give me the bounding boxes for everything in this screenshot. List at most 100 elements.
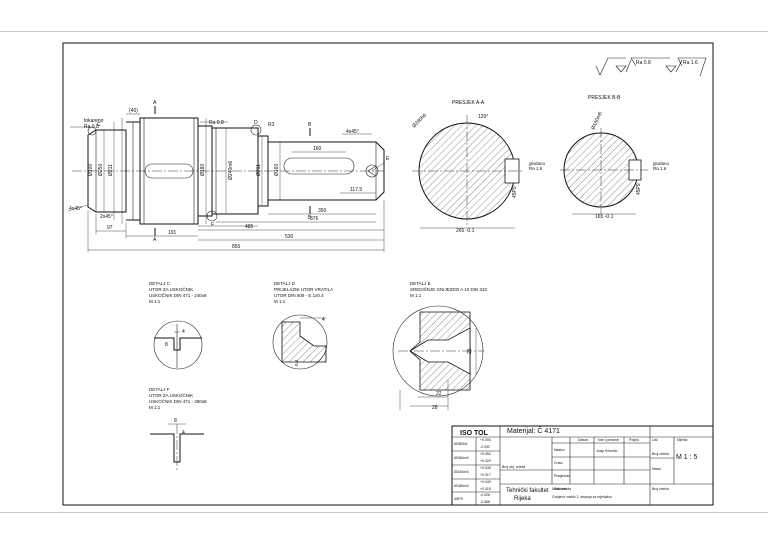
tol-fit-3: Ø240m6 <box>454 470 469 474</box>
tol-up-3: +0.046 <box>480 466 491 470</box>
detail-f-marker: F <box>211 222 214 228</box>
dim-350: 350 <box>318 208 327 214</box>
detail-f-line-2: UTOR ZA USKOČNIK <box>149 392 193 398</box>
dim-d211-b: Ø211 <box>256 164 262 176</box>
dim-chamfer-2: 2x45° <box>100 214 113 220</box>
detail-f-dim-4: 4 <box>182 430 185 436</box>
roughness-label-2: Ra 1.6 <box>683 60 698 66</box>
tol-low-4: +0.015 <box>480 487 491 491</box>
detail-f-line-1: DETALJ F <box>149 387 170 392</box>
detail-c-marker: C <box>97 122 101 128</box>
detail-e-line-1: DETALJ E <box>410 281 431 286</box>
drawing-no-label: Broj crteža <box>652 487 669 491</box>
drawing-frame <box>62 42 714 506</box>
dim-40: (40) <box>129 108 138 114</box>
detail-e-dim-22: 22 <box>436 391 442 397</box>
section-b-top: B <box>308 122 312 128</box>
main-view-labels: (40) Ra 0.8 tokareno Ra 0.8 4x45° 4x45° … <box>69 100 390 250</box>
roughness-symbols: Ra 0.8 Ra 1.6 <box>595 57 707 77</box>
row-pregledao: Pregledao <box>554 474 570 478</box>
section-b-note-glodano: glodano <box>653 161 670 166</box>
dim-d180: Ø180 <box>200 164 206 176</box>
detail-c-dim-4: 4 <box>182 329 185 335</box>
title-block: ISO TOL Materijal: Č 4171 Ø280h6 +0.000 … <box>451 425 714 506</box>
detail-e-dim-28: 28 <box>432 405 438 411</box>
tol-up-1: +0.000 <box>480 438 491 442</box>
tol-low-3: +0.017 <box>480 473 491 477</box>
section-a-top: A <box>153 100 157 106</box>
roughness-label-1: Ra 0.8 <box>636 60 651 66</box>
detail-c-line-2: UTOR ZA USKOČNIK <box>149 286 193 292</box>
detail-c-line-4: M 1:1 <box>149 299 161 304</box>
tol-fit-4: Ø180m6 <box>454 484 469 488</box>
dim-d211-a: Ø211 <box>108 164 114 176</box>
detail-e: DETALJ E SREDIŠNJE GNIJEZDO A 10 DIN 332… <box>392 281 488 411</box>
section-a-title: PRESJEK A-A <box>452 100 485 106</box>
section-a-bottom: A <box>153 237 157 243</box>
sheet-label: List <box>652 438 657 442</box>
detail-d-line-4: M 1:1 <box>274 299 286 304</box>
row-odobrio: Odobrio <box>554 487 567 491</box>
material-label: Materijal: Č 4171 <box>507 426 560 435</box>
tol-low-2: +0.020 <box>480 459 491 463</box>
dim-485: 485 <box>245 224 254 230</box>
detail-c: DETALJ C UTOR ZA USKOČNIK USKOČNIK DIN 4… <box>149 281 207 370</box>
label-ra08-a: Ra 0.8 <box>209 120 224 126</box>
detail-d-dim-04: 0.4 <box>294 359 299 366</box>
tol-up-5: -0.026 <box>480 493 490 497</box>
section-a-note-ra: Ra 1.6 <box>529 166 543 171</box>
drawing-scale: M 1 : 5 <box>676 454 698 461</box>
doc-ref-label: Broj obj. crteža <box>502 465 525 469</box>
tol-low-5: -0.088 <box>480 500 490 504</box>
detail-d-line-3: UTOR DIN 509 - E 1x0.4 <box>274 293 324 298</box>
label-tokareno: tokareno <box>84 118 104 124</box>
top-page-border <box>0 31 768 32</box>
section-b-b: PRESJEK B-B 165 -0.1 Ø180m6 glodano Ra 1… <box>560 95 670 220</box>
detail-d: DETALJ D PRIJELAZNI UTOR VRATILA UTOR DI… <box>272 281 333 370</box>
title-label: Naziv crteža <box>552 487 571 491</box>
detail-f-line-4: M 1:1 <box>149 405 161 410</box>
dim-d100: Ø100 <box>88 164 94 176</box>
detail-f-line-3: USKOČNIK DIN 471 - 280x8 <box>149 398 207 404</box>
dim-chamfer-left: 4x45° <box>69 206 82 212</box>
shaft-main-view <box>67 106 386 252</box>
tol-fit-5: 45P9 <box>454 497 463 501</box>
detail-e-line-3: M 1:1 <box>410 293 422 298</box>
school-name-1: Tehnički fakultet <box>506 488 549 494</box>
dim-d240m6: Ø240m6 <box>228 161 234 180</box>
tol-fit-2: Ø280m6 <box>454 456 469 460</box>
section-a-dim-265: 265 -0.1 <box>456 228 475 234</box>
section-b-bottom: B <box>308 215 312 221</box>
author-name: Josip Krivošić <box>596 449 618 453</box>
section-a-note-glodano: glodano <box>529 161 546 166</box>
dim-191: 191 <box>168 230 177 236</box>
label-ra08-b: Ra 0.8 <box>84 124 99 130</box>
dim-376: 376 <box>310 216 319 222</box>
dim-d250: Ø250 <box>98 164 104 176</box>
mass-label: Masa <box>652 467 661 471</box>
iso-tol-label: ISO TOL <box>460 430 489 437</box>
dim-chamfer-right: 4x45° <box>346 129 359 135</box>
tol-up-4: +0.040 <box>480 480 491 484</box>
tol-fit-1: Ø280h6 <box>454 442 468 446</box>
doc-no-label: Broj crteža <box>652 452 669 456</box>
section-b-dim-d180: Ø180m6 <box>590 111 604 131</box>
dim-r3: R3 <box>268 122 275 128</box>
section-a-dim-45p9: 45P9 <box>512 186 518 198</box>
detail-e-line-2: SREDIŠNJE GNIJEZDO A 10 DIN 332 <box>410 286 488 292</box>
detail-c-line-1: DETALJ C <box>149 281 171 286</box>
header-scale: Mjerilo: <box>677 438 688 442</box>
school-name-2: Rijeka <box>514 496 531 502</box>
row-crtao: Crtao <box>554 461 563 465</box>
detail-c-dim-8: 8 <box>165 342 168 348</box>
detail-d-line-2: PRIJELAZNI UTOR VRATILA <box>274 287 333 292</box>
section-b-dim-45p9: 45P9 <box>636 183 642 195</box>
header-date: Datum <box>578 438 588 442</box>
detail-e-marker: E <box>386 156 390 162</box>
section-a-dim-120: 120° <box>478 114 488 120</box>
detail-f-dim-8: 8 <box>174 418 177 424</box>
detail-d-dim-4: 4 <box>322 317 325 323</box>
section-a-dim-d280: Ø280h6 <box>411 112 428 129</box>
section-b-note-ra: Ra 1.6 <box>653 166 667 171</box>
